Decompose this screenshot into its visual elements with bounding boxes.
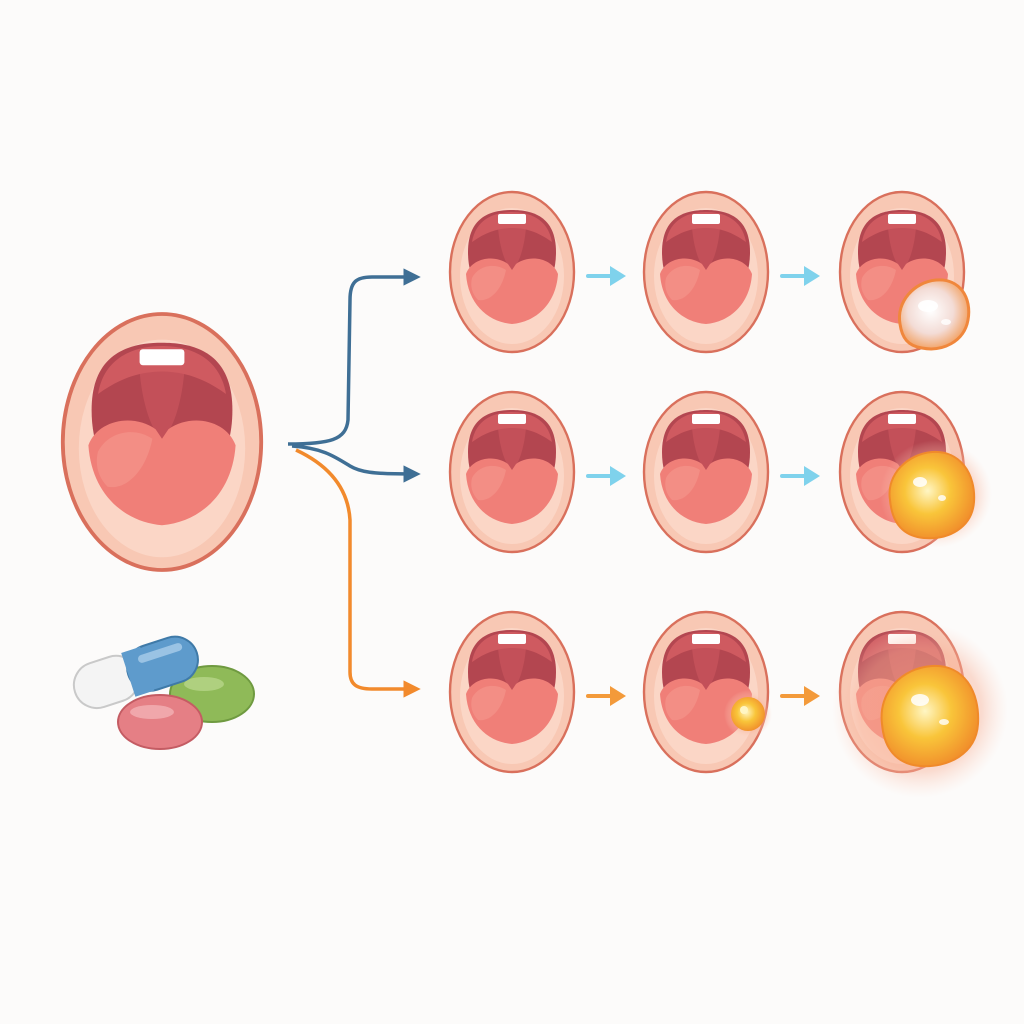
white-patch-icon	[897, 278, 971, 351]
step-arrow-icon	[586, 466, 626, 486]
branch-row-middle	[448, 390, 992, 554]
mouth-icon	[642, 190, 770, 354]
mouth-icon	[642, 390, 770, 554]
pill-capsule	[72, 635, 199, 710]
source-mouth	[60, 312, 264, 572]
mouth-icon	[448, 190, 576, 354]
branch-row-bottom	[448, 610, 1008, 798]
progression-stages	[448, 190, 1008, 798]
stage-middle-1	[448, 390, 576, 554]
stage-middle-3	[838, 390, 992, 554]
branch-row-top	[448, 190, 971, 354]
branch-connectors	[287, 268, 421, 698]
small-abscess-icon	[724, 690, 772, 738]
mouth-icon	[448, 610, 576, 774]
branch-line-top	[287, 268, 421, 446]
stage-top-2	[642, 190, 770, 354]
step-arrow-icon	[780, 466, 820, 486]
stage-bottom-3	[832, 610, 1008, 798]
large-abscess-icon	[880, 440, 992, 548]
pill-pink	[117, 694, 203, 750]
stage-middle-2	[642, 390, 770, 554]
stage-top-3	[838, 190, 971, 354]
pills-icon	[72, 635, 255, 750]
mouth-icon	[448, 390, 576, 554]
branch-line-middle	[291, 444, 421, 483]
branch-line-bottom	[295, 448, 421, 698]
step-arrow-icon	[586, 686, 626, 706]
source-mouth-icon	[60, 312, 264, 572]
stage-top-1	[448, 190, 576, 354]
stage-bottom-2	[642, 610, 772, 774]
severe-abscess-icon	[832, 622, 1008, 798]
step-arrow-icon	[780, 686, 820, 706]
stage-bottom-1	[448, 610, 576, 774]
step-arrow-icon	[780, 266, 820, 286]
step-arrow-icon	[586, 266, 626, 286]
